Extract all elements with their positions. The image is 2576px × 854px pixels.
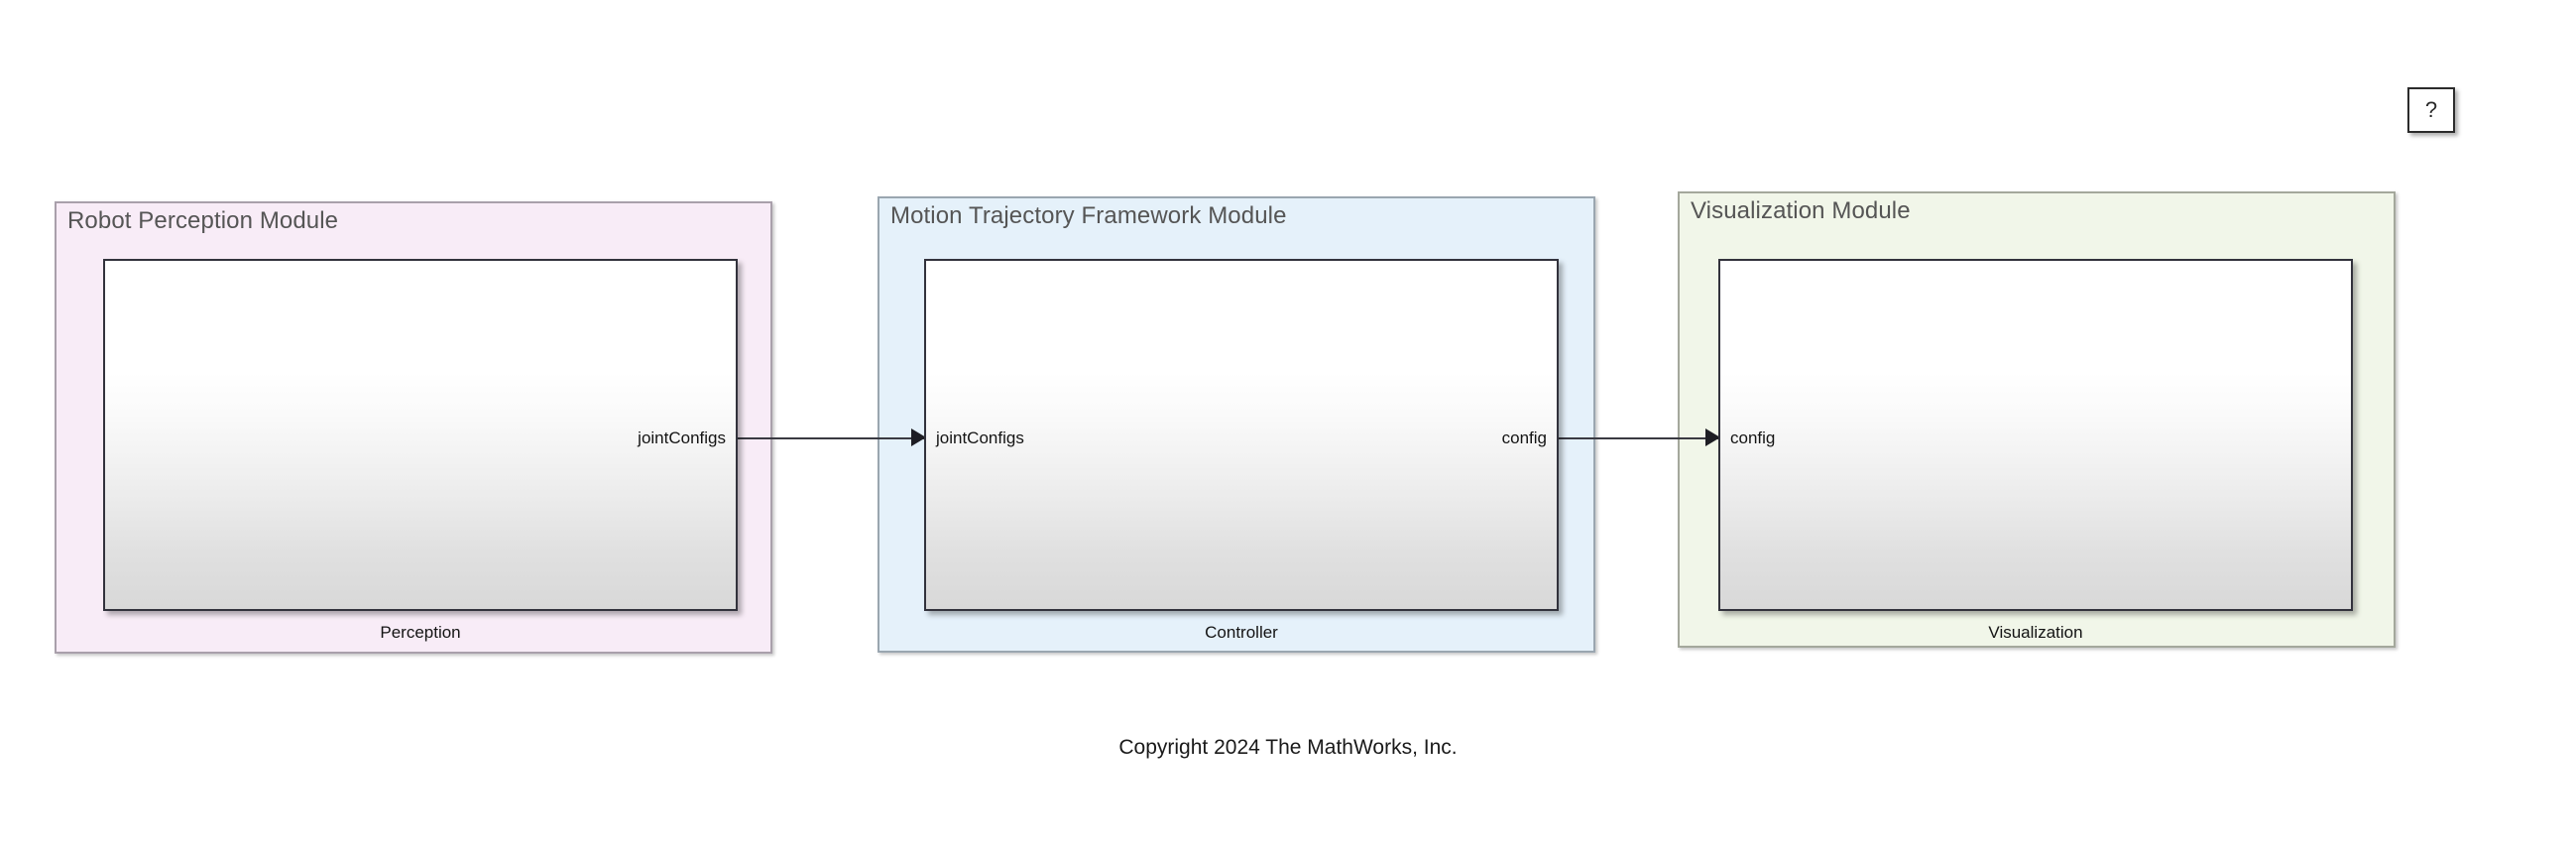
help-button[interactable]: ? <box>2407 87 2455 133</box>
area-title-robot-perception-module: Robot Perception Module <box>67 207 339 234</box>
port-label-visualization-in-config: config <box>1730 428 1776 447</box>
port-label-perception-out-jointconfigs: jointConfigs <box>638 428 726 447</box>
help-button-label: ? <box>2424 97 2438 122</box>
port-label-controller-in-jointconfigs: jointConfigs <box>936 428 1024 447</box>
subsystem-block-visualization[interactable] <box>1718 259 2353 611</box>
subsystem-block-perception[interactable] <box>103 259 738 611</box>
subsystem-block-controller[interactable] <box>924 259 1559 611</box>
signal-arrowhead-config <box>1705 428 1720 446</box>
block-name-visualization: Visualization <box>1988 623 2083 642</box>
copyright-text: Copyright 2024 The MathWorks, Inc. <box>1118 736 1458 759</box>
signal-line-config[interactable] <box>1559 437 1718 439</box>
block-name-controller: Controller <box>1205 623 1278 642</box>
port-label-controller-out-config: config <box>1501 428 1547 447</box>
area-title-motion-trajectory-framework-module: Motion Trajectory Framework Module <box>890 202 1287 229</box>
block-name-perception: Perception <box>380 623 461 642</box>
signal-line-jointconfigs[interactable] <box>738 437 924 439</box>
signal-arrowhead-jointconfigs <box>911 428 926 446</box>
area-title-visualization-module: Visualization Module <box>1691 197 1911 224</box>
